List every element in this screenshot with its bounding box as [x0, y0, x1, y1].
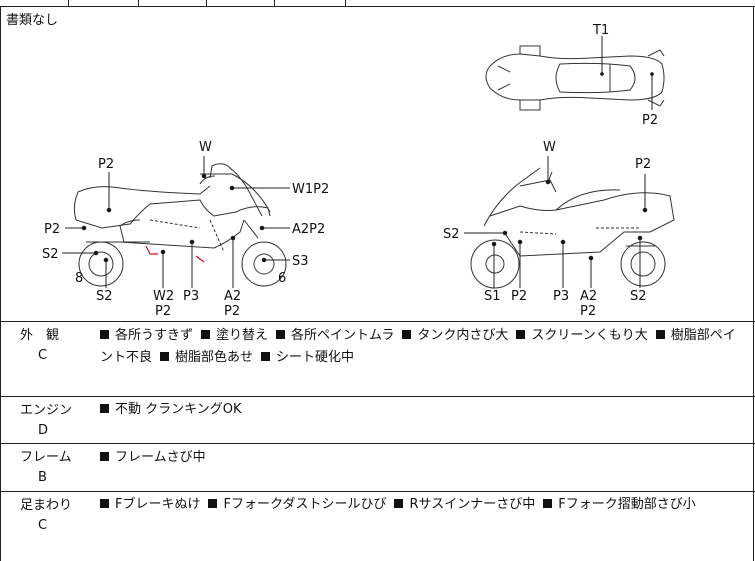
- suspension-item: Fフォーク摺動部さび小: [558, 497, 696, 512]
- frame-item: フレームさび中: [115, 450, 206, 465]
- label-left-p2-under-a2: P2: [224, 304, 240, 319]
- section-engine-items: 不動 クランキングOK: [100, 399, 748, 421]
- left-side-marks: [145, 245, 205, 263]
- label-left-a2: A2: [224, 289, 241, 304]
- label-left-w: W: [199, 140, 212, 155]
- bullet-icon: [261, 352, 271, 361]
- bullet-icon: [100, 499, 109, 508]
- label-left-p2-rear: P2: [44, 222, 60, 237]
- section-frame-name: フレーム: [20, 450, 72, 465]
- section-suspension-grade: C: [38, 518, 48, 533]
- sheet-frame: [0, 6, 754, 561]
- motorcycle-diagram: T1 P2: [42, 23, 675, 319]
- label-right-p2-top: P2: [635, 157, 651, 172]
- bullet-icon: [516, 330, 526, 339]
- exterior-item: 樹脂部ペイント不良: [100, 328, 736, 365]
- label-right-p2-under-a2: P2: [580, 304, 596, 319]
- label-right-p2: P2: [511, 289, 527, 304]
- bullet-icon: [100, 404, 109, 413]
- section-suspension-name: 足まわり: [20, 498, 73, 513]
- label-left-s3: S3: [292, 254, 309, 269]
- label-left-p3: P3: [183, 289, 199, 304]
- exterior-item: シート硬化中: [276, 350, 355, 365]
- top-view-motorcycle: [485, 45, 665, 111]
- bullet-icon: [208, 499, 218, 508]
- section-frame-grade: B: [38, 470, 47, 485]
- bullet-icon: [160, 352, 170, 361]
- section-frame-items: フレームさび中: [100, 447, 748, 469]
- bullet-icon: [100, 452, 109, 461]
- section-exterior-name: 外 観: [20, 328, 60, 343]
- bullet-icon: [543, 499, 553, 508]
- suspension-item: Fフォークダストシールひび: [223, 497, 387, 512]
- label-right-w: W: [543, 140, 556, 155]
- exterior-item: 各所ペイントムラ: [291, 328, 395, 343]
- section-suspension-items: Fブレーキぬけ Fフォークダストシールひび Rサスインナーさび中 Fフォーク摺動部さび…: [100, 494, 748, 516]
- label-right-s2-rear: S2: [630, 289, 647, 304]
- suspension-item: Rサスインナーさび中: [409, 497, 536, 512]
- bullet-icon: [276, 330, 286, 339]
- section-engine-name: エンジン: [20, 403, 73, 418]
- label-top-t1: T1: [592, 23, 609, 38]
- divider-exterior: [0, 321, 755, 322]
- engine-item: 不動 クランキングOK: [115, 402, 242, 417]
- divider-suspension: [0, 491, 755, 492]
- section-frame-label: フレーム B: [20, 448, 75, 488]
- left-side-motorcycle: [73, 163, 287, 287]
- suspension-item: Fブレーキぬけ: [115, 497, 201, 512]
- section-engine-label: エンジン D: [20, 401, 75, 441]
- documents-status: 書類なし: [6, 13, 59, 28]
- label-left-w1p2: W1P2: [292, 182, 329, 197]
- label-left-s2-bottom: S2: [96, 289, 113, 304]
- label-left-p2-under-w2: P2: [155, 304, 171, 319]
- exterior-item: 樹脂部色あせ: [175, 350, 254, 365]
- bullet-icon: [201, 330, 211, 339]
- label-left-s2-rear: S2: [42, 247, 59, 262]
- bullet-icon: [655, 330, 665, 339]
- bullet-icon: [394, 499, 404, 508]
- label-right-a2: A2: [580, 289, 597, 304]
- bullet-icon: [100, 330, 109, 339]
- section-engine-grade: D: [38, 423, 49, 438]
- label-left-p2-top: P2: [98, 157, 114, 172]
- label-left-a2p2: A2P2: [292, 222, 325, 237]
- exterior-item: 塗り替え: [216, 328, 269, 343]
- label-left-8: 8: [75, 271, 83, 286]
- label-left-6: 6: [278, 271, 286, 286]
- right-side-motorcycle: [470, 167, 675, 289]
- label-left-w2: W2: [153, 289, 174, 304]
- exterior-item: スクリーンくもり大: [531, 328, 648, 343]
- section-exterior-items: 各所うすきず 塗り替え 各所ペイントムラ タンク内さび大 スクリーンくもり大樹脂部ペイン…: [100, 325, 748, 369]
- section-exterior-label: 外 観 C: [20, 326, 75, 366]
- section-suspension-label: 足まわり C: [20, 496, 75, 536]
- exterior-item: タンク内さび大: [417, 328, 509, 343]
- divider-engine: [0, 396, 755, 397]
- bullet-icon: [402, 330, 412, 339]
- label-right-s2-front: S2: [443, 227, 460, 242]
- section-exterior-grade: C: [38, 348, 48, 363]
- label-right-s1: S1: [484, 289, 501, 304]
- label-top-p2: P2: [642, 113, 658, 128]
- divider-frame: [0, 443, 755, 444]
- label-right-p3: P3: [553, 289, 569, 304]
- header-strip: [0, 0, 755, 7]
- exterior-item: 各所うすきず: [115, 328, 194, 343]
